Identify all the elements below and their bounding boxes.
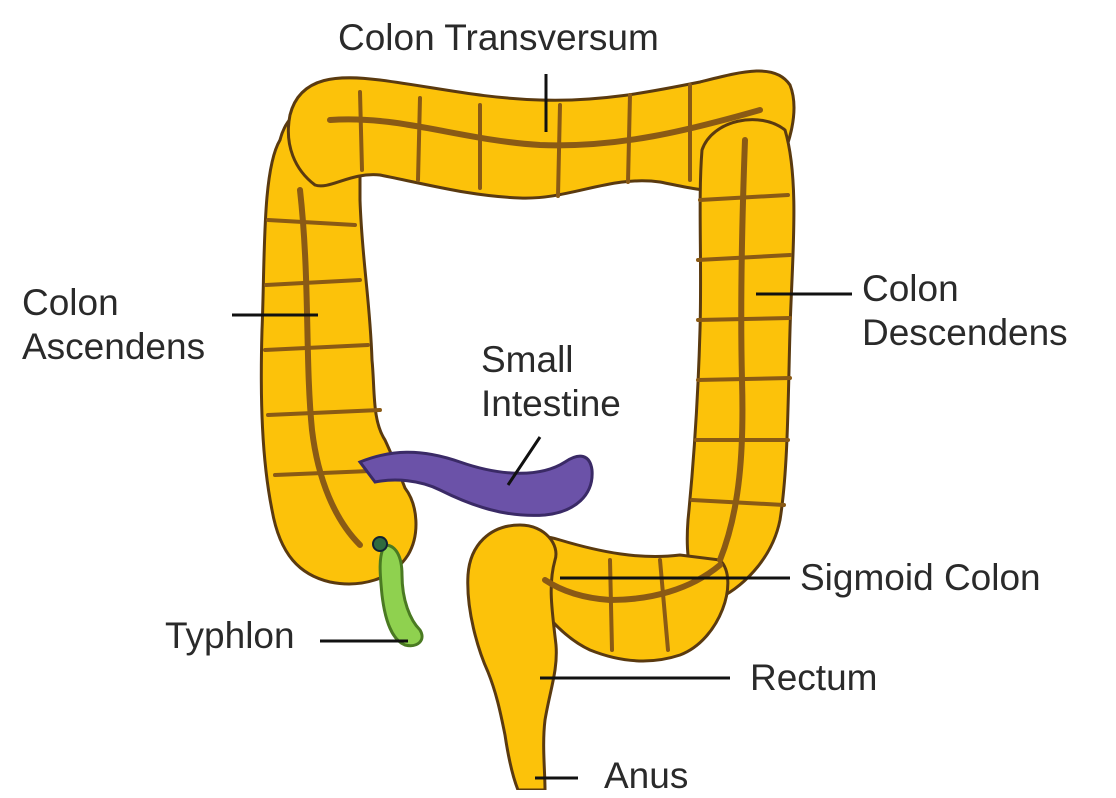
label-colon-ascendens-line1: Colon [22,281,205,325]
label-colon-ascendens-line2: Ascendens [22,325,205,369]
label-sigmoid-colon: Sigmoid Colon [800,556,1041,600]
label-colon-descendens-line2: Descendens [862,311,1068,355]
rectum-shape [468,525,557,790]
label-small-intestine-line2: Intestine [481,382,621,426]
label-small-intestine-line1: Small [481,338,621,382]
label-colon-descendens: Colon Descendens [862,267,1068,355]
label-anus: Anus [604,754,688,798]
label-small-intestine: Small Intestine [481,338,621,426]
label-colon-transversum: Colon Transversum [338,16,659,60]
typhlon-shape [380,545,422,646]
label-colon-ascendens: Colon Ascendens [22,281,205,369]
label-rectum: Rectum [750,656,877,700]
label-typhlon: Typhlon [165,614,295,658]
ileocecal-valve-dot [373,537,387,551]
label-colon-descendens-line1: Colon [862,267,1068,311]
